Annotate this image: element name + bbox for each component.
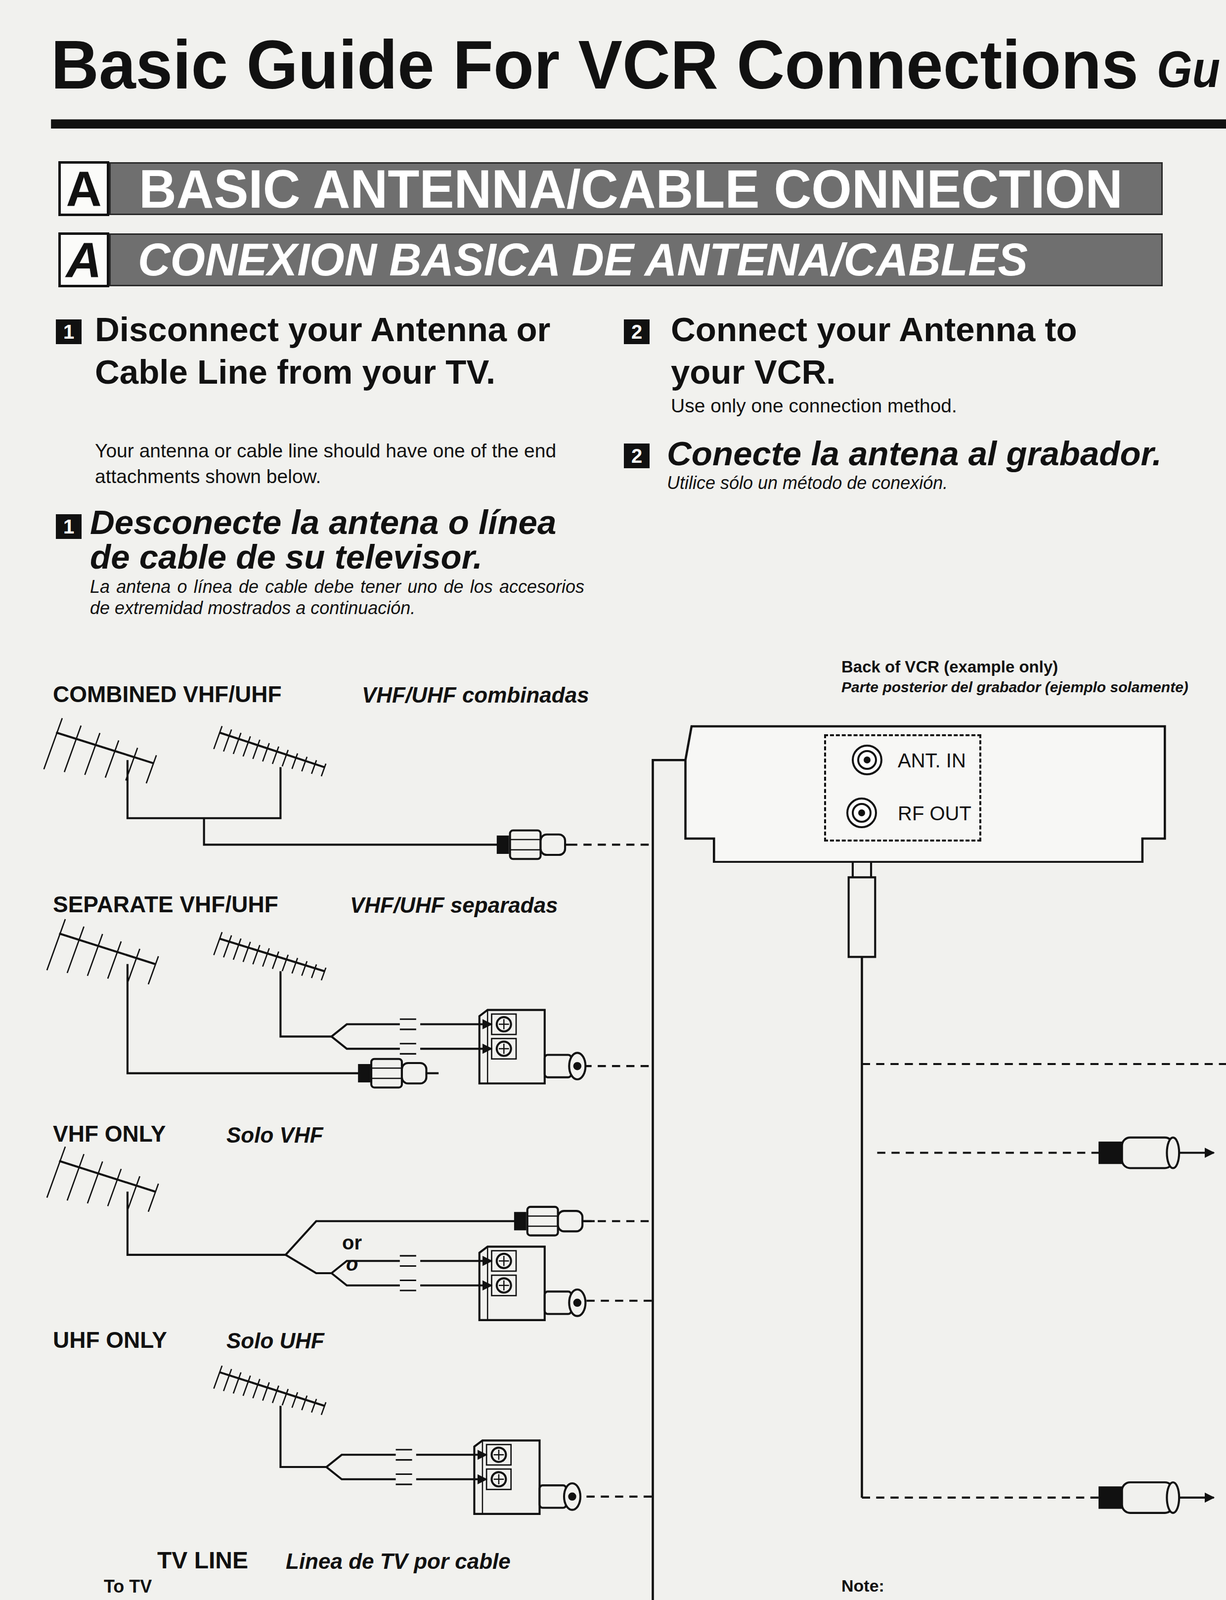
antenna-type: Solo UHF <box>226 1327 325 1354</box>
antenna-type: Linea de TV por cable <box>285 1548 511 1574</box>
step-number: 2 <box>623 319 650 345</box>
spade-terminals <box>331 1018 492 1054</box>
dashed-lead <box>861 1063 1226 1498</box>
step-heading: Conecte la antena al grabador. <box>666 435 1162 473</box>
antenna-type: Solo VHF <box>226 1122 324 1148</box>
antenna-type: SEPARATE VHF/UHF <box>52 891 279 918</box>
box-letter: A <box>65 161 102 217</box>
step-heading: Disconnect your Antenna or Cable Line fr… <box>94 308 580 394</box>
jack-outer <box>852 745 882 775</box>
uhf-twin-lead <box>280 970 332 1037</box>
antenna-symbol <box>213 931 326 980</box>
section-band: BASIC ANTENNA/CABLE CONNECTION <box>109 162 1163 216</box>
matching-transformer <box>474 1440 581 1514</box>
antenna-type: COMBINED VHF/UHF <box>52 681 282 708</box>
antenna-type: UHF ONLY <box>52 1326 168 1354</box>
uhf-twin-lead <box>280 1405 327 1467</box>
jack-pin <box>863 756 871 764</box>
dashed-lead <box>583 843 653 846</box>
spade-terminals <box>326 1449 487 1485</box>
vcr-body <box>685 726 1166 862</box>
coax-connector <box>515 1206 595 1236</box>
antenna-symbol <box>213 725 326 777</box>
cable-note: To TV <box>103 1576 152 1597</box>
terminal-name: RF OUT <box>897 801 972 825</box>
terminal-panel: ANT. IN RF OUT <box>824 734 982 842</box>
alternative-word: or <box>342 1230 362 1254</box>
rf-out-plug <box>848 856 876 957</box>
coax-plug <box>1099 1482 1214 1513</box>
step-body: Utilice sólo un método de conexión. <box>666 472 948 494</box>
alternative-word: o <box>346 1252 358 1275</box>
jack-ring <box>858 750 876 769</box>
vhf-fork-wire <box>127 1191 516 1273</box>
jack-ring <box>852 803 871 822</box>
antenna-symbol <box>213 1365 326 1415</box>
antenna-symbol <box>43 718 157 784</box>
antenna-type: VHF/UHF separadas <box>350 892 559 918</box>
step-number: 1 <box>55 514 82 539</box>
box-letter: 2 <box>631 320 643 343</box>
section-letter-box: A <box>58 232 110 288</box>
antenna-symbol <box>46 1146 159 1212</box>
vcr-caption: Back of VCR (example only) <box>841 657 1058 677</box>
box-letter: 1 <box>63 320 75 343</box>
box-letter: 2 <box>631 444 643 467</box>
terminal-name: ANT. IN <box>897 748 966 772</box>
antenna-type: VHF/UHF combinadas <box>361 682 590 708</box>
step-body: Use only one connection method. <box>670 394 958 418</box>
antenna-type: TV LINE <box>157 1546 249 1574</box>
vhf-coax-wire <box>127 963 359 1074</box>
antenna-type: VHF ONLY <box>52 1120 166 1147</box>
matching-transformer <box>479 1009 586 1084</box>
dashed-lead <box>586 1495 653 1498</box>
coax-plug <box>1099 1137 1214 1169</box>
step-number: 2 <box>623 443 650 469</box>
step-heading: Connect your Antenna to your VCR. <box>670 308 1161 394</box>
page-title: Basic Guide For VCR Connections <box>50 26 1139 103</box>
jack-outer <box>847 798 876 828</box>
step-heading: Desconecte la antena o línea de cable de… <box>89 505 590 575</box>
box-letter: A <box>65 232 102 288</box>
antenna-symbol <box>46 919 159 985</box>
section-band: CONEXION BASICA DE ANTENA/CABLES <box>109 233 1163 287</box>
section-letter-box: A <box>58 161 110 217</box>
dashed-lead <box>583 1221 653 1301</box>
box-letter: 1 <box>63 515 75 538</box>
step-body: Your antenna or cable line should have o… <box>94 437 595 490</box>
note-heading: Note: <box>841 1576 885 1596</box>
band-heading: BASIC ANTENNA/CABLE CONNECTION <box>138 158 1123 219</box>
vcr-back: Back of VCR (example only)Parte posterio… <box>652 657 1202 863</box>
coax-connector <box>358 1058 439 1088</box>
step-body: La antena o línea de cable debe tener un… <box>89 575 585 619</box>
title-rule <box>50 119 1226 129</box>
cut-off-heading: Gu <box>1156 39 1221 99</box>
jack-pin <box>858 809 866 817</box>
combined-wire <box>127 759 498 845</box>
step-number: 1 <box>55 319 82 345</box>
dashed-lead <box>583 1064 653 1067</box>
main-cable <box>653 759 849 1600</box>
coax-connector <box>497 830 578 860</box>
vcr-caption: Parte posterior del grabador (ejemplo so… <box>841 678 1189 696</box>
matching-transformer <box>479 1246 586 1320</box>
rf-out-cable <box>860 956 864 1498</box>
band-heading: CONEXION BASICA DE ANTENA/CABLES <box>137 234 1028 285</box>
